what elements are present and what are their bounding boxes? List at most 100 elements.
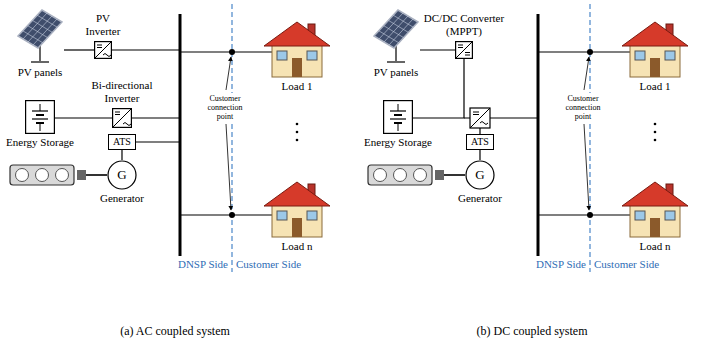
house-icon <box>272 44 322 77</box>
house-icon <box>630 44 680 77</box>
boundary-line <box>231 4 232 272</box>
house-icon <box>262 180 332 238</box>
inverter-symbol <box>470 108 490 128</box>
node-label: Load 1 <box>282 80 313 93</box>
pv-panel-icon <box>387 61 405 63</box>
battery-icon <box>32 110 48 111</box>
pv-panel-icon <box>384 16 408 42</box>
battery-icon <box>394 122 402 124</box>
engine-symbol <box>56 169 69 182</box>
inverter-box-icon <box>97 47 102 48</box>
battery-icon <box>40 124 41 131</box>
inverter-symbol <box>470 108 490 128</box>
converter-box: DC/DC Converter (MPPT) <box>455 41 473 59</box>
leader-arrow <box>226 57 231 90</box>
battery-icon <box>398 104 399 111</box>
house: Load 1 <box>262 20 332 78</box>
inverter-box-icon <box>94 41 112 59</box>
subfigure-caption: (a) AC coupled system <box>0 324 350 338</box>
converter-box-icon <box>458 45 463 46</box>
battery: Energy Storage <box>383 100 413 134</box>
wire <box>420 49 455 50</box>
house-icon <box>622 182 688 206</box>
inverter-box-icon <box>97 45 102 46</box>
pv-panel-icon <box>16 6 64 64</box>
ats-box: ATS <box>466 134 494 150</box>
house: Load 1 <box>620 20 690 78</box>
pv-panel-icon <box>18 10 62 48</box>
pv-panel-icon <box>379 13 403 39</box>
node-label: ATS <box>467 135 493 149</box>
node-label: Bi-directional Inverter <box>87 79 157 105</box>
converter-box-icon <box>455 41 473 59</box>
side-label: DNSP Side <box>506 258 586 271</box>
side-label: Customer Side <box>236 258 301 271</box>
inverter-symbol <box>470 108 490 128</box>
house-icon <box>635 51 645 60</box>
node-label: Load 1 <box>640 80 671 93</box>
subfigure-caption: (b) DC coupled system <box>355 324 709 338</box>
battery-icon <box>40 104 41 111</box>
generator-icon <box>108 161 136 189</box>
pv-panel-icon <box>372 6 420 64</box>
house-icon <box>620 20 690 78</box>
node-label: PV panels <box>374 66 419 79</box>
leader-arrow <box>226 124 231 210</box>
inverter-box-icon <box>112 108 132 128</box>
side-label: Customer Side <box>594 258 659 271</box>
inverter-symbol <box>480 122 488 125</box>
house-icon <box>665 51 675 60</box>
converter-box-icon <box>458 47 463 48</box>
battery-icon <box>26 101 55 134</box>
node-label: Generator <box>100 192 144 205</box>
battery-icon <box>25 100 55 134</box>
node-label: Energy Storage <box>364 136 432 149</box>
node-label: DC/DC Converter (MPPT) <box>421 12 507 38</box>
connection-dot <box>229 212 235 218</box>
wire <box>479 150 480 160</box>
side-label: DNSP Side <box>148 258 228 271</box>
battery-icon <box>394 114 402 116</box>
engine-symbol <box>36 169 49 182</box>
house-icon <box>630 204 680 237</box>
node-label: Energy Storage <box>6 136 74 149</box>
inverter-box: Bi-directional Inverter <box>112 108 132 128</box>
engine-symbol <box>10 165 107 185</box>
node-label: ATS <box>109 135 135 149</box>
pv-panel-icon <box>389 19 413 45</box>
inverter-symbol <box>473 112 479 113</box>
house-icon <box>650 58 660 77</box>
house-icon <box>262 20 332 78</box>
inverter-box-icon <box>113 109 132 128</box>
inverter-box: PV Inverter <box>94 41 112 59</box>
house-icon <box>277 51 287 60</box>
house-icon <box>272 204 322 237</box>
house-icon <box>665 211 675 220</box>
pv-panel-icon <box>28 16 52 42</box>
connection-dot <box>229 49 235 55</box>
inverter-symbol <box>473 114 479 115</box>
converter-box-icon <box>465 55 470 56</box>
battery-icon <box>398 124 399 131</box>
load-wire <box>180 214 272 215</box>
house-icon <box>264 22 330 46</box>
battery-icon <box>390 118 406 119</box>
house-icon <box>277 211 287 220</box>
battery-icon <box>32 118 48 119</box>
generator: GGenerator <box>107 160 137 190</box>
ellipsis-dot <box>296 139 299 142</box>
house-icon <box>307 211 317 220</box>
house: Load n <box>620 180 690 238</box>
converter-box-icon <box>465 52 470 53</box>
inverter-box-icon <box>115 114 120 115</box>
house-icon <box>622 22 688 46</box>
wire <box>413 59 464 118</box>
battery-icon <box>384 101 413 134</box>
callout-note: Customer connection point <box>558 93 608 122</box>
inverter-box-icon <box>112 108 132 128</box>
house-icon <box>264 182 330 206</box>
generator-icon <box>466 161 494 189</box>
node-label: Load n <box>282 240 313 253</box>
generator: GGenerator <box>465 160 495 190</box>
